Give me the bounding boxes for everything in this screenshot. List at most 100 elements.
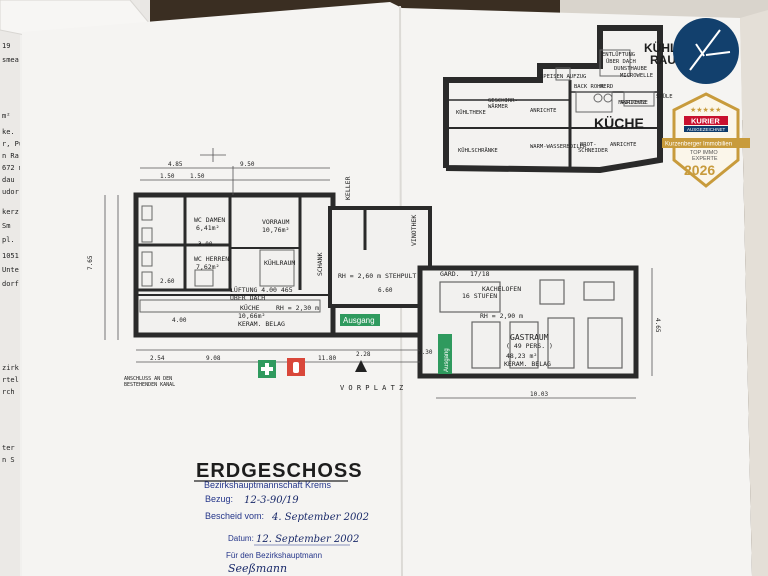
svg-text:2.28: 2.28: [356, 351, 371, 358]
svg-text:6,41m²: 6,41m²: [196, 224, 219, 232]
svg-text:WARM-WASSERBOILER: WARM-WASSERBOILER: [530, 144, 587, 150]
svg-text:smea: smea: [2, 56, 19, 64]
svg-text:10.03: 10.03: [530, 391, 548, 398]
svg-text:V O R P L A T Z: V O R P L A T Z: [340, 384, 403, 392]
dimension-lines: [104, 148, 653, 399]
svg-text:Für den Bezirkshauptmann: Für den Bezirkshauptmann: [226, 551, 322, 560]
svg-text:ter: ter: [2, 444, 15, 452]
svg-text:6.60: 6.60: [378, 287, 393, 294]
svg-text:ke.: ke.: [2, 128, 15, 136]
gastraum-furniture: [439, 279, 623, 369]
svg-text:Ausgang: Ausgang: [343, 316, 375, 325]
svg-text:9.50: 9.50: [240, 161, 255, 168]
badge-brand: KURIER: [691, 117, 720, 126]
svg-text:dau: dau: [2, 176, 15, 184]
underlying-sheet-text: 19 smea m² ke. r, Puh n Ra 672 m dau udo…: [2, 42, 27, 464]
svg-text:16 STUFEN: 16 STUFEN: [462, 292, 497, 300]
svg-text:zirk: zirk: [2, 364, 20, 372]
svg-text:7.65: 7.65: [87, 255, 94, 270]
svg-text:1.50: 1.50: [190, 173, 205, 180]
room-keller: KELLER: [344, 176, 352, 200]
svg-text:Bescheid vom:: Bescheid vom:: [205, 511, 264, 521]
svg-text:KERAM. BELAG: KERAM. BELAG: [238, 320, 285, 328]
svg-text:FRITTEUSE: FRITTEUSE: [618, 100, 648, 106]
svg-text:ANRICHTE: ANRICHTE: [620, 100, 647, 106]
svg-text:SPÜLE: SPÜLE: [656, 93, 673, 100]
svg-text:n S: n S: [2, 456, 15, 464]
svg-text:EXPERTE: EXPERTE: [692, 156, 718, 162]
svg-text:Sm: Sm: [2, 222, 10, 230]
svg-text:19: 19: [2, 42, 10, 50]
badge-company: Kurzenberger Immobilien: [665, 142, 732, 148]
svg-text:4.85: 4.85: [168, 161, 183, 168]
room-wc-herren: WC HERREN: [194, 255, 229, 263]
room-kuehlraum: KÜHLRAUM: [264, 258, 295, 267]
svg-text:4.65: 4.65: [654, 318, 661, 333]
svg-text:WÄRMER: WÄRMER: [488, 103, 509, 110]
svg-text:( 49 PERS. ): ( 49 PERS. ): [506, 342, 553, 350]
svg-text:kerz: kerz: [2, 208, 19, 216]
dimension-labels: 9.50 4.85 1.50 1.50 10.03 4.65 2.54 9.08…: [87, 161, 661, 398]
svg-text:9.08: 9.08: [206, 355, 221, 362]
svg-text:ENTLÜFTUNG: ENTLÜFTUNG: [602, 51, 635, 58]
svg-text:BESTEHENDEN KANAL: BESTEHENDEN KANAL: [124, 382, 175, 388]
svg-text:3.00: 3.00: [198, 241, 213, 248]
svg-text:ANSCHLUSS AN DEN: ANSCHLUSS AN DEN: [124, 376, 172, 382]
svg-text:LÜFTUNG 4.00 465: LÜFTUNG 4.00 465: [230, 285, 293, 294]
svg-text:ANRICHTE: ANRICHTE: [610, 142, 637, 148]
award-badge: ★★★★★ KURIER AUSGEZEICHNET Kurzenberger …: [662, 92, 750, 188]
svg-text:KERAM. BELAG: KERAM. BELAG: [504, 360, 551, 368]
svg-text:672 m: 672 m: [2, 164, 23, 172]
svg-text:TOP IMMO: TOP IMMO: [690, 150, 718, 156]
signature: Seeßmann: [228, 562, 287, 575]
svg-text:MICROWELLE: MICROWELLE: [620, 73, 653, 79]
svg-text:r, Puh: r, Puh: [2, 140, 27, 148]
svg-text:KACHELOFEN: KACHELOFEN: [482, 285, 521, 293]
svg-text:KÜHLTHEKE: KÜHLTHEKE: [456, 109, 486, 116]
fire-extinguisher-icon: [287, 358, 305, 376]
company-logo: [673, 18, 739, 84]
svg-text:Unte: Unte: [2, 266, 19, 274]
svg-text:dorf: dorf: [2, 280, 19, 288]
svg-text:SPEISEN AUFZUG: SPEISEN AUFZUG: [540, 74, 586, 80]
svg-text:BROT-: BROT-: [580, 142, 597, 148]
wc-fittings: [139, 205, 321, 313]
svg-text:KÜHLSCHRÄNKE: KÜHLSCHRÄNKE: [458, 147, 498, 154]
plan-title: ERDGESCHOSS: [196, 460, 363, 482]
svg-text:KÜCHE: KÜCHE: [594, 115, 644, 131]
badge-stars: ★★★★★: [690, 106, 721, 114]
svg-text:KÜHL: KÜHL: [644, 40, 677, 55]
svg-text:m²: m²: [2, 112, 10, 120]
svg-text:GARD.: GARD.: [440, 270, 460, 278]
svg-text:SCHNEIDER: SCHNEIDER: [578, 148, 608, 154]
svg-text:udor: udor: [2, 188, 19, 196]
kitchen-detail-equipment: [555, 49, 655, 113]
svg-text:1.50: 1.50: [160, 173, 175, 180]
room-labels: WC DAMEN 6,41m² WC HERREN 7,62m² VORRAUM…: [124, 176, 553, 392]
svg-text:Datum:: Datum:: [228, 534, 254, 543]
kitchen-detail-walls: [443, 25, 663, 174]
datum-value: 12. September 2002: [256, 534, 359, 545]
svg-text:2.60: 2.60: [160, 278, 175, 285]
title-block: ERDGESCHOSS Bezirkshauptmannschaft Krems…: [194, 460, 369, 575]
svg-text:rch: rch: [2, 388, 15, 396]
svg-text:10,66m²: 10,66m²: [238, 312, 265, 320]
svg-text:17/18: 17/18: [470, 270, 490, 278]
svg-text:Ausgang: Ausgang: [444, 348, 450, 372]
svg-text:RH = 2,60 m STEHPULT: RH = 2,60 m STEHPULT: [338, 272, 416, 280]
room-kueche: KÜCHE: [240, 303, 260, 312]
svg-text:ÜBER DACH: ÜBER DACH: [606, 58, 636, 65]
bezug-value: 12-3-90/19: [244, 495, 299, 506]
svg-text:RH = 2,90 m: RH = 2,90 m: [480, 312, 523, 320]
room-gastraum: GASTRAUM: [510, 333, 549, 342]
exit-sign-top: Ausgang: [340, 314, 380, 326]
svg-text:11.80: 11.80: [318, 355, 336, 362]
svg-text:rtel: rtel: [2, 376, 19, 384]
svg-text:SCHANK: SCHANK: [316, 252, 324, 276]
svg-text:4.00: 4.00: [172, 317, 187, 324]
svg-text:HERD: HERD: [600, 84, 613, 90]
exit-sign-side: Ausgang: [438, 334, 452, 374]
room-wc-damen: WC DAMEN: [194, 216, 225, 224]
kitchen-detail-labels: ENTLÜFTUNG ÜBER DACH DUNSTHAUBE MICROWEL…: [456, 51, 673, 154]
